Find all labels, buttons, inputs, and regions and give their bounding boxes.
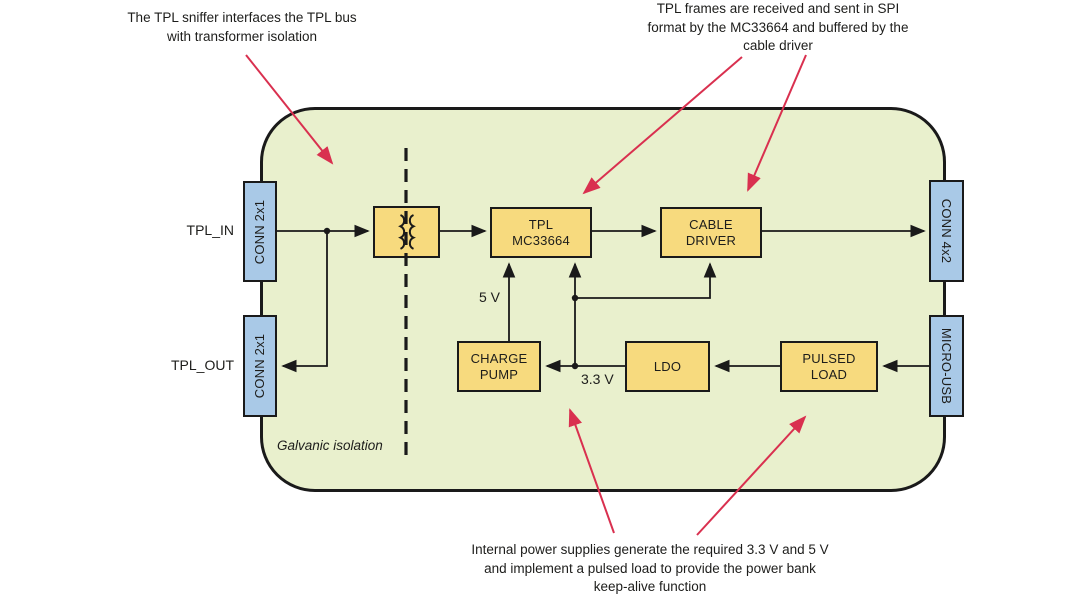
block-tpl-line2: MC33664 xyxy=(512,232,570,248)
annotation-bottom: Internal power supplies generate the req… xyxy=(440,541,860,596)
transformer-coils-icon xyxy=(397,213,416,250)
block-micro-usb: MICRO-USB xyxy=(929,315,964,417)
block-micro-usb-label: MICRO-USB xyxy=(939,327,955,405)
block-pulsed-load-line2: LOAD xyxy=(810,366,848,382)
block-tpl-mc33664: TPL MC33664 xyxy=(490,207,592,258)
annotation-line: format by the MC33664 and buffered by th… xyxy=(647,19,909,35)
block-conn-4x2-label: CONN 4x2 xyxy=(939,198,955,264)
label-galvanic-isolation: Galvanic isolation xyxy=(277,438,383,453)
annotation-top-left: The TPL sniffer interfaces the TPL bus w… xyxy=(102,9,382,46)
block-conn-2x1-in: CONN 2x1 xyxy=(243,181,277,282)
block-conn-2x1-in-label: CONN 2x1 xyxy=(252,199,268,264)
block-conn-2x1-out-label: CONN 2x1 xyxy=(252,333,268,399)
block-conn-4x2: CONN 4x2 xyxy=(929,180,964,282)
block-cable-driver-line1: CABLE xyxy=(689,216,733,232)
annotation-line: Internal power supplies generate the req… xyxy=(471,542,829,557)
block-charge-pump: CHARGE PUMP xyxy=(457,341,541,392)
annotation-line: with transformer isolation xyxy=(166,28,318,44)
annotation-line: cable driver xyxy=(743,38,813,53)
annotation-top-right: TPL frames are received and sent in SPI … xyxy=(628,0,928,56)
label-tpl-out: TPL_OUT xyxy=(170,357,234,373)
block-cable-driver: CABLE DRIVER xyxy=(660,207,762,258)
block-tpl-line1: TPL xyxy=(528,216,554,232)
block-charge-pump-line1: CHARGE xyxy=(470,350,528,366)
annotation-line: The TPL sniffer interfaces the TPL bus xyxy=(127,10,357,25)
block-conn-2x1-out: CONN 2x1 xyxy=(243,315,277,417)
label-5v: 5 V xyxy=(478,289,500,305)
annotation-line: TPL frames are received and sent in SPI xyxy=(656,1,900,16)
annotation-line: keep-alive function xyxy=(593,579,707,594)
block-ldo-label: LDO xyxy=(653,358,682,374)
board-outline xyxy=(260,107,946,492)
block-charge-pump-line2: PUMP xyxy=(479,366,519,382)
label-tpl-in: TPL_IN xyxy=(186,222,234,238)
block-transformer xyxy=(373,206,440,258)
block-cable-driver-line2: DRIVER xyxy=(685,232,737,248)
label-3v3: 3.3 V xyxy=(581,371,614,387)
block-pulsed-load: PULSED LOAD xyxy=(780,341,878,392)
annotation-line: and implement a pulsed load to provide t… xyxy=(484,560,816,576)
block-ldo: LDO xyxy=(625,341,710,392)
block-pulsed-load-line1: PULSED xyxy=(802,350,856,366)
